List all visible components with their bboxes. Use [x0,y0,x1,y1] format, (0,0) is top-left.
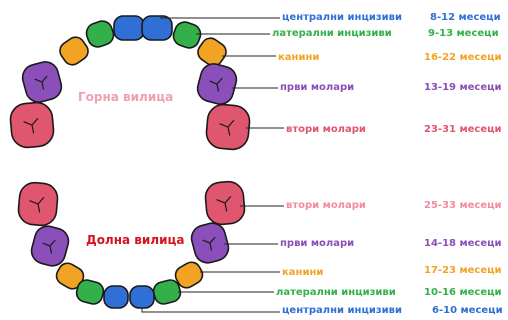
upper-canine-left [56,34,91,69]
upper-central-incisor-right [142,16,172,40]
lower-central-incisor-left [104,286,128,308]
upper-first-molar-label: први молари [280,82,354,94]
upper-second-molar-age: 23-31 месеци [424,124,502,136]
lower-central-age: 6-10 месеци [432,305,503,317]
upper-lateral-incisor-left [84,18,117,49]
lower-central-label: централни инцизиви [282,305,402,317]
upper-lateral-age: 9-13 месеци [428,28,499,40]
lower-central-incisor-right [130,286,154,308]
lower-lateral-age: 10-16 месеци [424,287,502,299]
lower-canine-age: 17-23 месеци [424,265,502,277]
upper-lateral-label: латерални инцизиви [272,28,392,40]
lower-second-molar-age: 25-33 месеци [424,200,502,212]
upper-canine-label: канини [278,52,319,64]
lower-canine-label: канини [282,267,323,279]
lower-lateral-label: латерални инцизиви [276,287,396,299]
upper-jaw-title: Горна вилица [78,90,173,104]
upper-second-molar-label: втори молари [286,124,366,136]
lower-jaw-title: Долна вилица [86,233,184,247]
upper-central-age: 8-12 месеци [430,12,501,24]
upper-first-molar-age: 13-19 месеци [424,82,502,94]
upper-lateral-incisor-right [171,19,204,50]
upper-canine-age: 16-22 месеци [424,52,502,64]
lower-first-molar-age: 14-18 месеци [424,238,502,250]
lower-second-molar-label: втори молари [286,200,366,212]
upper-central-incisor-left [114,16,144,40]
upper-central-label: централни инцизиви [282,12,402,24]
leader-lower-central [142,308,280,312]
lower-first-molar-label: први молари [280,238,354,250]
